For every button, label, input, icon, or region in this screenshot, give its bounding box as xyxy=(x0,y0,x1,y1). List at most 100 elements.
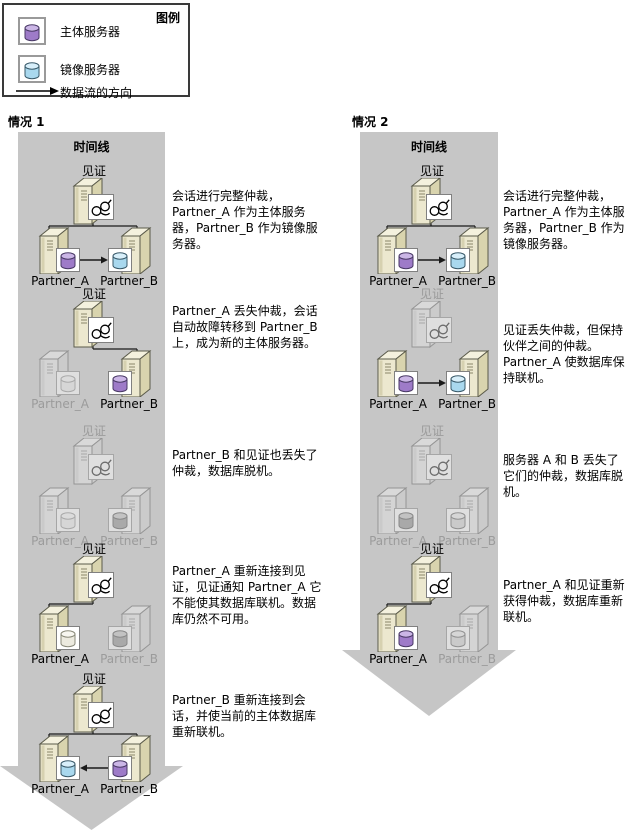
s1-step2-diagram xyxy=(20,301,165,397)
s2-step1-diagram xyxy=(358,178,503,274)
partner-a-server-icon xyxy=(40,228,80,274)
timeline-header-1: 时间线 xyxy=(73,140,110,154)
partner-a-label: Partner_A xyxy=(31,782,89,796)
partner-b-server-icon xyxy=(109,736,151,782)
data-flow-arrow xyxy=(80,764,108,772)
scenario1-title: 情况 1 xyxy=(8,115,45,129)
partner-a-label: Partner_A xyxy=(369,652,427,666)
partner-b-label: Partner_B xyxy=(100,652,158,666)
witness-server-icon xyxy=(74,686,114,732)
witness-server-icon xyxy=(74,301,114,347)
witness-label: 见证 xyxy=(81,542,106,556)
partner-b-server-icon xyxy=(447,228,489,274)
legend-box: 图例 主体服务器 镜像服务器 数据流的方向 xyxy=(2,3,190,100)
s1-step5-description: Partner_B 重新连接到会话，并使当前的主体数据库重新联机。 xyxy=(172,693,317,739)
witness-server-icon xyxy=(412,556,452,602)
partner-a-server-icon xyxy=(378,228,418,274)
partner-b-label: Partner_B xyxy=(100,274,158,288)
s2-step3-diagram xyxy=(358,438,503,534)
partner-b-server-icon xyxy=(447,488,489,534)
s1-step4-description: Partner_A 重新连接到见证，见证通知 Partner_A 它不能使其数据… xyxy=(172,564,322,626)
partner-b-server-icon xyxy=(447,351,489,397)
s1-step5: 见证 Partner_A Partner_B xyxy=(20,670,165,798)
s2-step3-description: 服务器 A 和 B 丢失了它们的仲裁，数据库脱机。 xyxy=(503,453,624,499)
witness-label: 见证 xyxy=(419,424,444,438)
s1-step1-description: 会话进行完整仲裁，Partner_A 作为主体服务器，Partner_B 作为镜… xyxy=(172,189,318,251)
witness-label: 见证 xyxy=(419,164,444,178)
witness-label: 见证 xyxy=(419,287,444,301)
s1-step4: 见证 Partner_A Partner_B xyxy=(20,540,165,668)
s1-step3-diagram xyxy=(20,438,165,534)
s1-step4-diagram xyxy=(20,556,165,652)
timeline-header-2: 时间线 xyxy=(410,140,447,154)
s2-step1-description: 会话进行完整仲裁，Partner_A 作为主体服务器，Partner_B 作为镜… xyxy=(503,189,625,251)
partner-b-server-icon xyxy=(447,606,489,652)
partner-a-server-icon xyxy=(40,351,80,397)
witness-server-icon xyxy=(74,178,114,224)
partner-b-label: Partner_B xyxy=(100,397,158,411)
legend-title: 图例 xyxy=(155,11,180,25)
legend-mirror-label: 镜像服务器 xyxy=(60,63,121,77)
partner-b-server-icon xyxy=(109,488,151,534)
partner-a-label: Partner_A xyxy=(31,534,89,548)
s2-step4-diagram xyxy=(358,556,503,652)
partner-b-label: Partner_B xyxy=(438,397,496,411)
witness-label: 见证 xyxy=(81,164,106,178)
partner-b-server-icon xyxy=(109,228,151,274)
data-flow-arrow xyxy=(80,256,108,264)
flow-arrow-icon xyxy=(16,87,59,95)
partner-a-label: Partner_A xyxy=(369,397,427,411)
s1-step1: 见证 Partner_A Partner_B xyxy=(20,162,165,290)
partner-a-label: Partner_A xyxy=(369,534,427,548)
witness-label: 见证 xyxy=(81,672,106,686)
partner-a-server-icon xyxy=(378,488,418,534)
mirror-db-icon xyxy=(18,55,46,83)
witness-label: 见证 xyxy=(419,542,444,556)
partner-b-label: Partner_B xyxy=(100,782,158,796)
s2-step3: 见证 Partner_A Partner_B xyxy=(358,422,503,550)
s1-step3-description: Partner_B 和见证也丢失了仲裁，数据库脱机。 xyxy=(172,448,318,478)
partner-a-label: Partner_A xyxy=(31,397,89,411)
s1-step1-diagram xyxy=(20,178,165,274)
s1-step3: 见证 Partner_A Partner_B xyxy=(20,422,165,550)
data-flow-arrow xyxy=(418,256,446,264)
data-flow-arrow xyxy=(418,379,446,387)
principal-db-icon xyxy=(18,17,46,45)
partner-b-label: Partner_B xyxy=(438,274,496,288)
partner-a-server-icon xyxy=(378,606,418,652)
connector-lines xyxy=(48,730,138,740)
partner-a-label: Partner_A xyxy=(31,652,89,666)
s1-step2: 见证 Partner_A Partner_B xyxy=(20,285,165,413)
partner-b-server-icon xyxy=(109,606,151,652)
s1-step2-description: Partner_A 丢失仲裁，会话自动故障转移到 Partner_B 上，成为新… xyxy=(172,304,318,350)
s2-step2-description: 见证丢失仲裁，但保持伙伴之间的仲裁。Partner_A 使数据库保持联机。 xyxy=(503,323,625,385)
partner-a-server-icon xyxy=(40,488,80,534)
partner-a-server-icon xyxy=(40,736,80,782)
partner-a-label: Partner_A xyxy=(31,274,89,288)
s2-step1: 见证 Partner_A Partner_B xyxy=(358,162,503,290)
connector-lines xyxy=(386,222,476,232)
partner-b-label: Partner_B xyxy=(438,534,496,548)
witness-server-icon xyxy=(412,301,452,347)
s2-step2-diagram xyxy=(358,301,503,397)
connector-lines xyxy=(48,222,138,232)
partner-a-server-icon xyxy=(378,351,418,397)
witness-server-icon xyxy=(412,438,452,484)
partner-b-label: Partner_B xyxy=(100,534,158,548)
scenario2-title: 情况 2 xyxy=(352,115,389,129)
legend-flow-label: 数据流的方向 xyxy=(60,86,133,100)
partner-b-label: Partner_B xyxy=(438,652,496,666)
s2-step4-description: Partner_A 和见证重新获得仲裁，数据库重新联机。 xyxy=(503,578,625,624)
witness-label: 见证 xyxy=(81,424,106,438)
s2-step4: 见证 Partner_A Partner_B xyxy=(358,540,503,668)
partner-b-server-icon xyxy=(109,351,151,397)
witness-server-icon xyxy=(412,178,452,224)
s2-step2: 见证 Partner_A Partner_B xyxy=(358,285,503,413)
witness-server-icon xyxy=(74,438,114,484)
witness-label: 见证 xyxy=(81,287,106,301)
witness-server-icon xyxy=(74,556,114,602)
s1-step5-diagram xyxy=(20,686,165,782)
legend-principal-label: 主体服务器 xyxy=(60,25,121,39)
partner-a-server-icon xyxy=(40,606,80,652)
